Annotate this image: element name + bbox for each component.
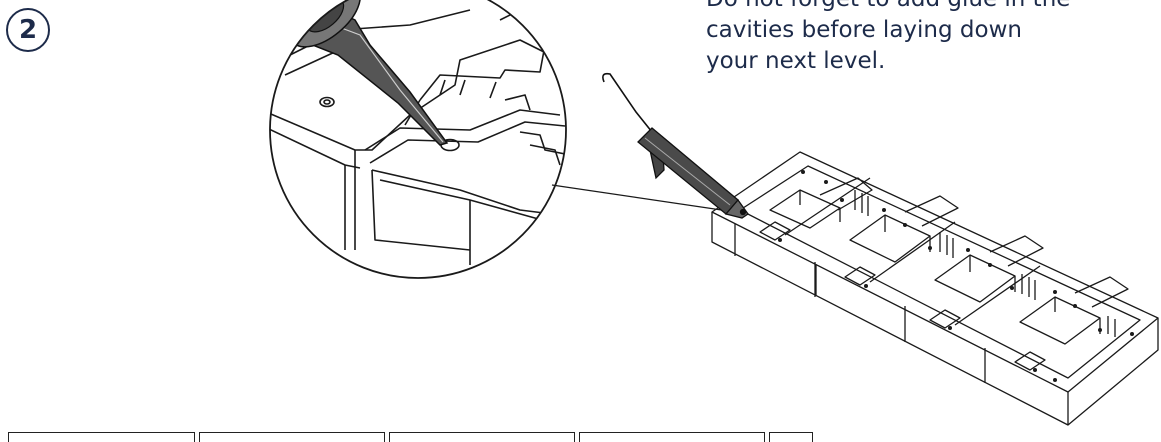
detail-leader-line <box>551 184 736 213</box>
step-number-badge: 2 <box>6 8 50 52</box>
glue-gun-icon <box>602 72 749 219</box>
instruction-line-2: cavities before laying down <box>706 17 1022 43</box>
instruction-text: Do not forget to add glue in the cavitie… <box>706 0 1156 77</box>
bottom-border-strip <box>8 432 813 442</box>
instruction-line-1: Do not forget to add glue in the <box>706 0 1156 15</box>
strip-segment <box>8 432 195 442</box>
block-assembly <box>711 151 1159 426</box>
strip-segment <box>769 432 813 442</box>
strip-segment <box>389 432 575 442</box>
strip-segment <box>199 432 385 442</box>
assembly-holes <box>778 170 1134 382</box>
zoom-detail <box>269 0 567 279</box>
instruction-line-3: your next level. <box>706 48 886 74</box>
strip-segment <box>579 432 765 442</box>
step-number: 2 <box>18 15 38 45</box>
